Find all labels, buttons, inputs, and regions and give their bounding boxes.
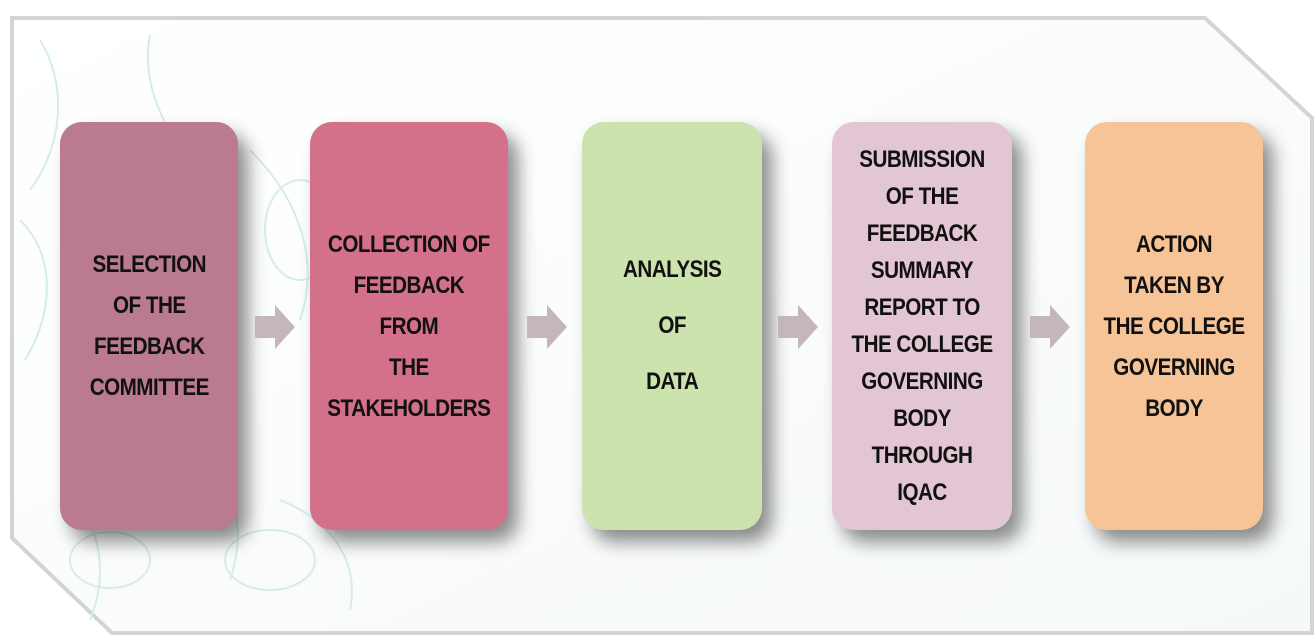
step-5-label: ACTION TAKEN BY THE COLLEGE GOVERNING BO… bbox=[1103, 230, 1245, 422]
step-3-label: ANALYSIS OF DATA bbox=[622, 256, 722, 395]
step-4-label: SUBMISSION OF THE FEEDBACK SUMMARY REPOR… bbox=[851, 146, 993, 506]
step-2-label: COLLECTION OF FEEDBACK FROM THE STAKEHOL… bbox=[327, 230, 491, 422]
step-1-label: SELECTION OF THE FEEDBACK COMMITTEE bbox=[89, 251, 209, 401]
step-3-box: ANALYSIS OF DATA bbox=[582, 122, 762, 530]
step-4-box: SUBMISSION OF THE FEEDBACK SUMMARY REPOR… bbox=[832, 122, 1012, 530]
arrow-4-icon bbox=[1030, 305, 1070, 349]
arrow-2-icon bbox=[527, 305, 567, 349]
arrow-1-icon bbox=[255, 305, 295, 349]
step-1-box: SELECTION OF THE FEEDBACK COMMITTEE bbox=[60, 122, 238, 530]
arrow-3-icon bbox=[778, 305, 818, 349]
step-2-box: COLLECTION OF FEEDBACK FROM THE STAKEHOL… bbox=[310, 122, 508, 530]
step-5-box: ACTION TAKEN BY THE COLLEGE GOVERNING BO… bbox=[1085, 122, 1263, 530]
